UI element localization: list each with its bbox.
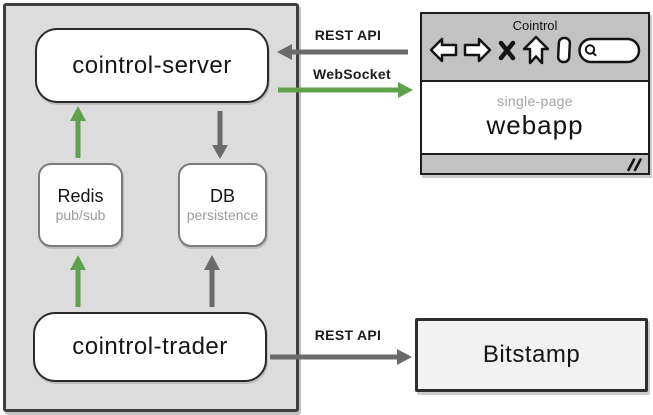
node-cointrol-server-label: cointrol-server [72, 51, 232, 79]
node-redis-title: Redis [57, 185, 104, 206]
node-db: DB persistence [178, 163, 267, 247]
node-bitstamp-label: Bitstamp [482, 341, 581, 368]
page-icon [556, 36, 572, 64]
edge-label-rest-api-bottom: REST API [314, 327, 382, 343]
home-icon [522, 35, 550, 65]
webapp-title: webapp [486, 110, 584, 140]
browser-titlebar: Cointrol [422, 14, 648, 82]
forward-icon [463, 37, 492, 63]
edge-label-rest-api-top: REST API [314, 27, 382, 43]
browser-window-title: Cointrol [512, 18, 558, 33]
search-icon [578, 37, 641, 63]
back-icon [429, 37, 458, 63]
node-db-title: DB [209, 185, 235, 206]
node-cointrol-server: cointrol-server [35, 28, 269, 103]
webapp-subtitle: single-page [497, 93, 573, 109]
node-cointrol-trader-label: cointrol-trader [72, 333, 228, 360]
node-redis-subtitle: pub/sub [55, 207, 106, 224]
resize-grip-icon [627, 158, 642, 172]
browser-window: Cointrol [420, 12, 650, 175]
backend-container: cointrol-server Redis pub/sub DB persist… [3, 3, 299, 412]
close-icon [498, 40, 516, 61]
node-cointrol-trader: cointrol-trader [33, 312, 267, 382]
node-redis: Redis pub/sub [38, 163, 123, 247]
browser-toolbar [422, 35, 648, 65]
node-db-subtitle: persistence [186, 207, 259, 224]
node-bitstamp: Bitstamp [415, 318, 648, 392]
browser-content: single-page webapp [422, 82, 648, 153]
browser-statusbar [422, 153, 648, 173]
edge-label-websocket: WebSocket [313, 66, 391, 82]
